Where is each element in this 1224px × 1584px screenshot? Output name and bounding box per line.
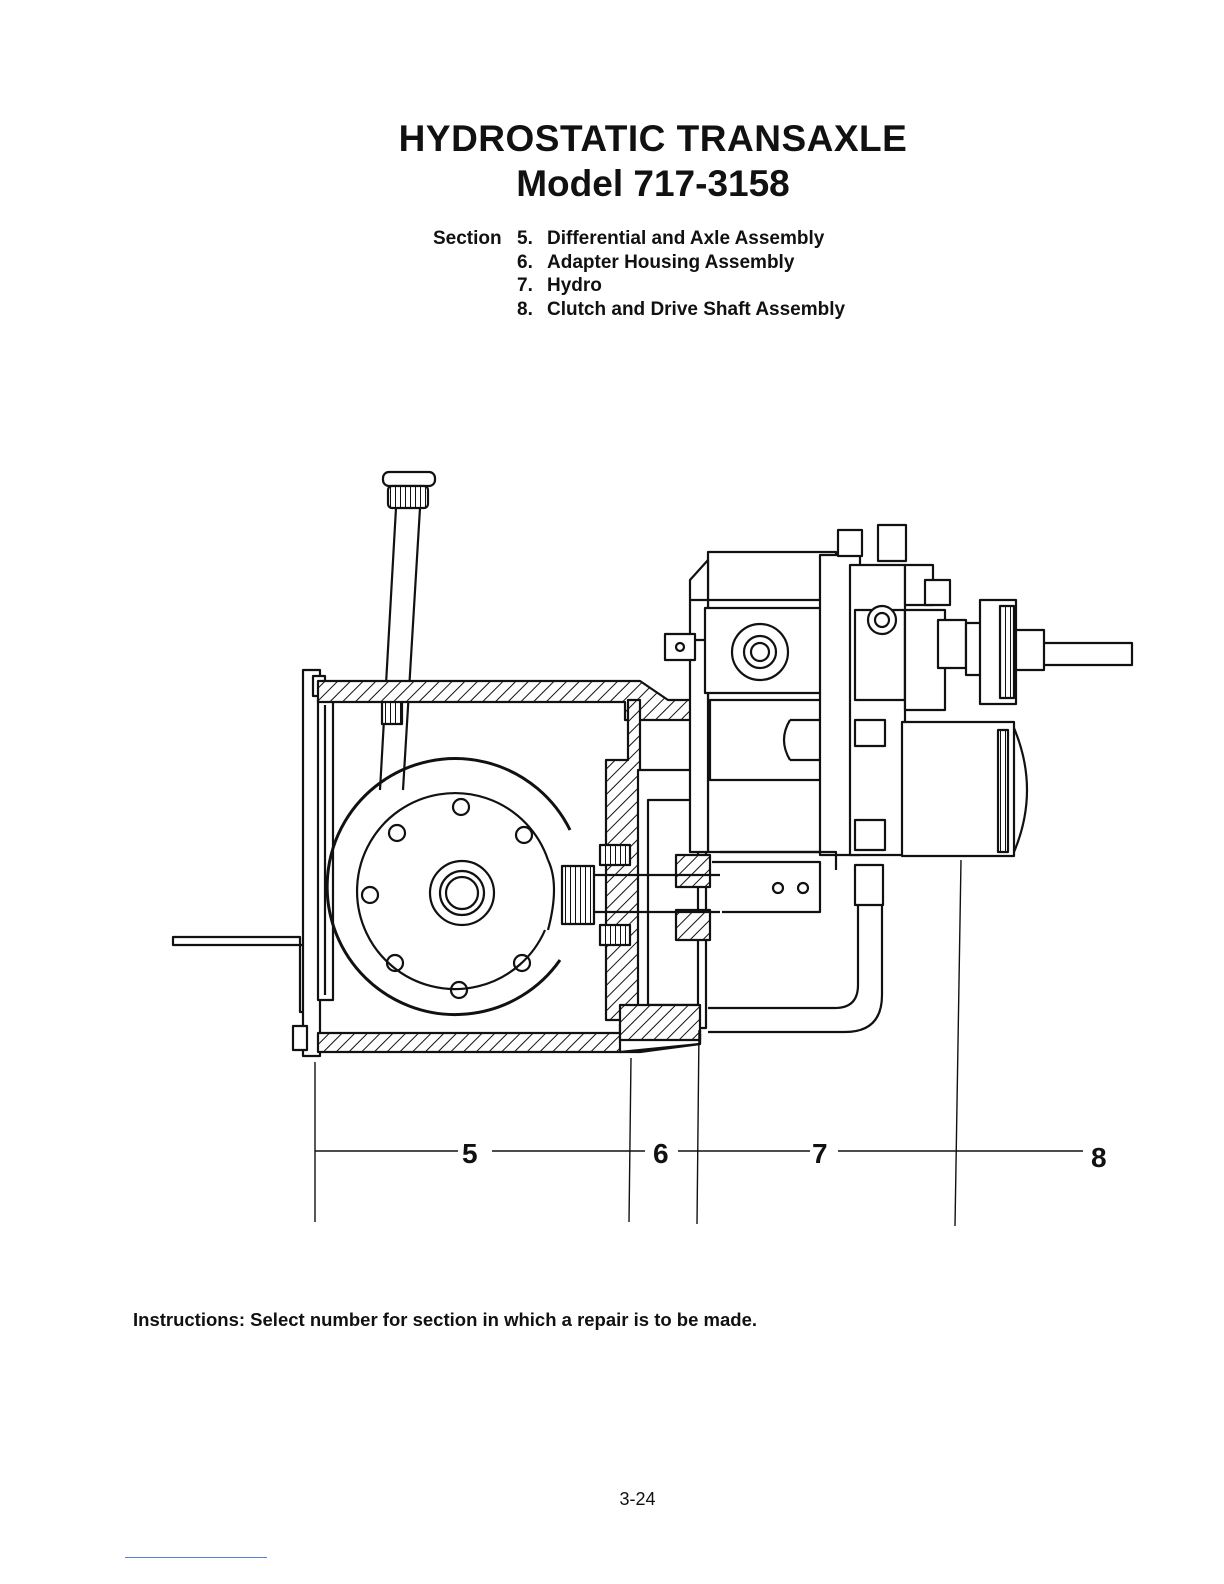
lever — [173, 937, 307, 1012]
section-label: Hydro — [547, 274, 602, 298]
section-prefix: Section — [433, 227, 517, 251]
mounting-bracket — [712, 862, 820, 912]
callout-8[interactable]: 8 — [1091, 1142, 1107, 1173]
section-item-8[interactable]: 8. Clutch and Drive Shaft Assembly — [433, 298, 845, 322]
section-item-7[interactable]: 7. Hydro — [433, 274, 845, 298]
ring-gear — [327, 759, 570, 1015]
callout-6[interactable]: 6 — [653, 1138, 669, 1169]
section-label: Differential and Axle Assembly — [547, 227, 824, 251]
return-hose — [708, 865, 883, 1032]
footer-rule — [125, 1557, 267, 1558]
section-label: Clutch and Drive Shaft Assembly — [547, 298, 845, 322]
pinion-gear — [562, 866, 594, 924]
page-number: 3-24 — [0, 1489, 1224, 1510]
section-item-5[interactable]: Section 5. Differential and Axle Assembl… — [433, 227, 845, 251]
oil-filter — [902, 722, 1027, 856]
page-title: HYDROSTATIC TRANSAXLE — [0, 118, 1224, 160]
transaxle-diagram: 5 6 7 8 — [0, 440, 1224, 1260]
section-list: Section 5. Differential and Axle Assembl… — [433, 227, 845, 321]
model-subtitle: Model 717-3158 — [0, 163, 1224, 205]
section-number: 5. — [517, 227, 547, 251]
section-item-6[interactable]: 6. Adapter Housing Assembly — [433, 251, 845, 275]
drive-shaft-coupling — [966, 600, 1132, 704]
section-number: 7. — [517, 274, 547, 298]
section-number: 8. — [517, 298, 547, 322]
callout-7[interactable]: 7 — [812, 1138, 828, 1169]
instructions-text: Instructions: Select number for section … — [133, 1309, 757, 1331]
section-number: 6. — [517, 251, 547, 275]
callout-5[interactable]: 5 — [462, 1138, 478, 1169]
dipstick — [380, 472, 435, 790]
section-label: Adapter Housing Assembly — [547, 251, 794, 275]
